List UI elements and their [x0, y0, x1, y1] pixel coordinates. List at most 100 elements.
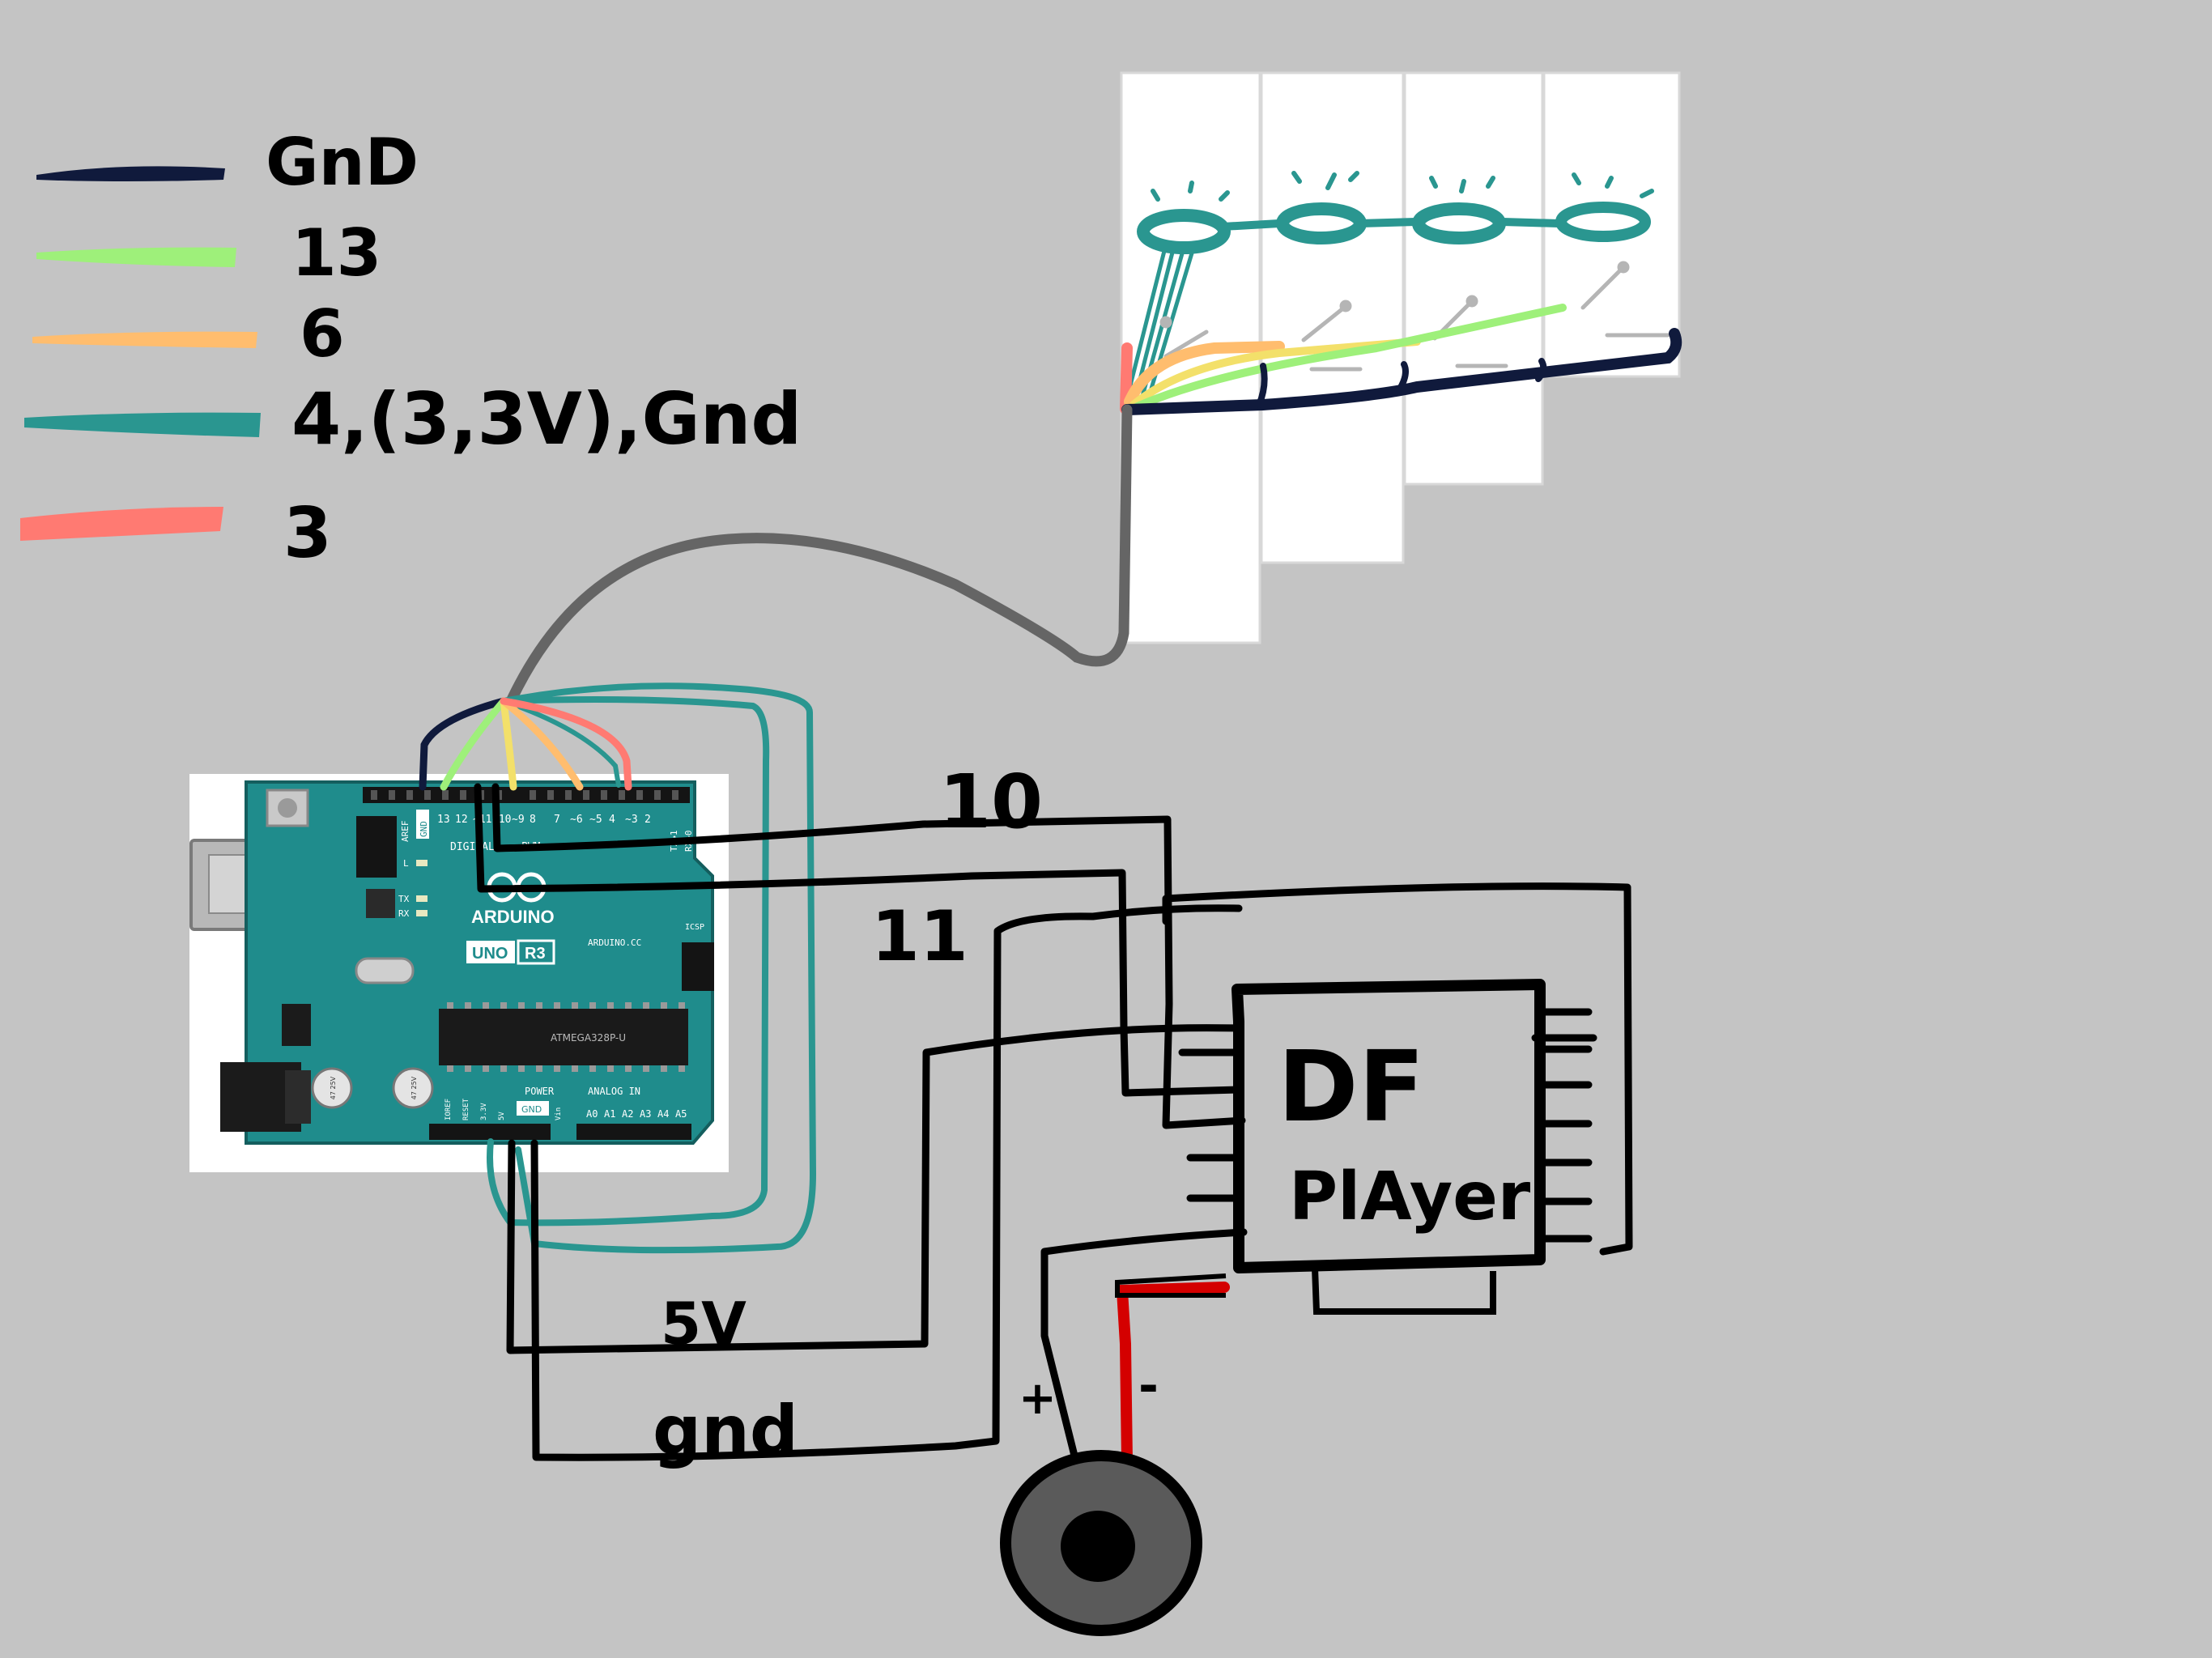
strip-wire-yellow [1129, 338, 1421, 409]
wire-13-to-header [440, 697, 508, 791]
pin-label: ~5 [589, 814, 602, 826]
pin-label: ~6 [570, 814, 583, 826]
wire-df-right-pins [1531, 1008, 1597, 1243]
led-4 [1555, 202, 1651, 242]
arduino-model: UNO [472, 945, 508, 963]
pin-label: 7 [554, 814, 560, 826]
atmega-chip [439, 1009, 688, 1065]
legend-item-4-3-3v-gnd: 4,(3,3V),Gnd [24, 377, 802, 461]
legend-item-3: 3 [20, 493, 332, 574]
wire-pin11 [474, 783, 1241, 1097]
power-pin-labels: IOREF RESET 3.3V 5V GND Vin [445, 1098, 563, 1120]
pin-label: ~3 [625, 814, 638, 826]
strip-wire-gnd-drops [1256, 358, 1547, 408]
strip-wire-gnd [1121, 328, 1682, 415]
pin-label: 5V [498, 1112, 506, 1120]
wire-pin10 [491, 783, 1246, 1129]
legend-item-13: 13 [36, 215, 381, 291]
wire-speaker-plus [1040, 1228, 1248, 1469]
pin-label: GND [521, 1104, 542, 1115]
capacitor-label-1: 47 25V [330, 1076, 337, 1099]
led-label-tx: TX [398, 894, 410, 904]
led-connector-wire [1219, 218, 1563, 231]
wire-orange-to-header [500, 697, 584, 791]
speaker: + - [1000, 1358, 1202, 1636]
label-wire-11: 11 [871, 896, 968, 977]
paper-strip-3 [1403, 71, 1544, 486]
legend-swatch-4-3-3v-gnd [24, 412, 261, 437]
df-player-title: DF [1278, 1031, 1425, 1144]
analog-pin-labels: A0 A1 A2 A3 A4 A5 [586, 1108, 687, 1120]
icsp-label: ICSP [685, 923, 704, 932]
legend-swatch-13 [36, 247, 236, 267]
wire-speaker-minus [1116, 1282, 1230, 1466]
led-lead-marks [1159, 261, 1670, 372]
header-label-aref: AREF [400, 821, 410, 843]
grey-ribbon-cable [506, 404, 1133, 705]
pin-label: A2 [622, 1108, 633, 1120]
pin-label: 13 [437, 814, 450, 826]
wire-df-left-pins [1178, 1048, 1241, 1202]
pin-label: Vin [555, 1107, 563, 1120]
pin-label: 3.3V [480, 1103, 488, 1120]
teal-wire-outer [500, 682, 817, 1254]
section-analog: ANALOG IN [588, 1086, 640, 1097]
pin-label: 4 [609, 814, 615, 826]
led-feed-wires [1123, 242, 1196, 407]
arduino-board: AREF GND 13 12 ~11 ~10 ~9 8 7 ~6 ~5 4 ~3… [189, 774, 729, 1172]
pin-label: ~9 [512, 814, 525, 826]
legend-swatch-6 [32, 331, 257, 348]
df-player-subtitle: PlAyer [1289, 1158, 1531, 1235]
wire-gnd-board [530, 904, 1243, 1461]
speaker-minus-label: - [1138, 1358, 1159, 1414]
wire-3-to-header [500, 697, 632, 791]
pin-label: A3 [640, 1108, 651, 1120]
legend-label-6: 6 [300, 296, 345, 372]
pin-label: A4 [657, 1108, 669, 1120]
capacitor-2 [392, 1067, 434, 1109]
pin-label: A5 [675, 1108, 687, 1120]
legend-label-3: 3 [283, 493, 332, 574]
speaker-plus-label: + [1019, 1372, 1057, 1425]
legend-label-gnd: GnD [266, 125, 419, 200]
legend-label-13: 13 [291, 215, 381, 291]
pin-label: A1 [604, 1108, 615, 1120]
legend-item-6: 6 [32, 296, 345, 372]
legend-swatch-3 [20, 507, 223, 541]
power-header [429, 1124, 551, 1140]
pin-label: 8 [530, 814, 536, 826]
legend-swatch-gnd [36, 166, 225, 181]
led-3 [1412, 202, 1506, 244]
header-label-gnd: GND [419, 821, 429, 837]
wire-df-right-loop [1162, 882, 1633, 1256]
wire-6-to-header [500, 697, 517, 791]
analog-header [576, 1124, 691, 1140]
led-label-l: L [403, 858, 409, 869]
black-wires [474, 783, 1633, 1469]
arduino-website: ARDUINO.CC [588, 937, 641, 948]
led-chain [1123, 171, 1654, 407]
df-player-module: DF PlAyer [1231, 979, 1546, 1315]
speaker-cone [1061, 1511, 1135, 1582]
paper-strips [1120, 71, 1681, 644]
legend-label-4-3-3v-gnd: 4,(3,3V),Gnd [291, 377, 802, 461]
pin-label: 2 [644, 814, 651, 826]
strip-wire-orange [1124, 341, 1285, 407]
wire-gnd-to-header [419, 697, 508, 791]
legend: GnD 13 6 4,(3,3V),Gnd 3 [20, 125, 802, 574]
section-power: POWER [525, 1086, 555, 1097]
df-player-body [1231, 979, 1546, 1273]
capacitor-label-2: 47 25V [410, 1076, 418, 1099]
capacitor-1 [311, 1067, 353, 1109]
arduino-revision: R3 [525, 945, 546, 963]
arduino-brand: ARDUINO [471, 907, 555, 927]
strip-wire-green [1134, 304, 1567, 410]
legend-item-gnd: GnD [36, 125, 419, 200]
label-wire-5v: 5V [661, 1290, 747, 1358]
led-rays [1151, 171, 1654, 202]
pin-label: A0 [586, 1108, 598, 1120]
section-digital: DIGITAL [450, 841, 495, 853]
header-wires [419, 697, 632, 791]
chip-label: ATMEGA328P-U [551, 1032, 626, 1044]
